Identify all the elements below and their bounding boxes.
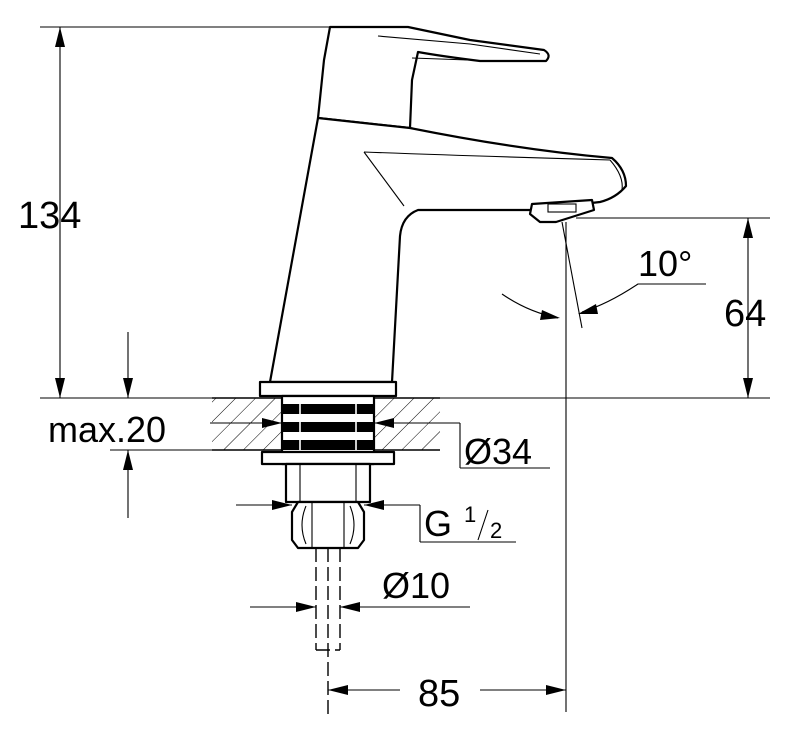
thread-den-label: 2 <box>490 518 502 543</box>
dimension-max20: max.20 <box>48 332 282 518</box>
dimension-d34: Ø34 <box>374 418 550 472</box>
angle-label: 10° <box>638 243 692 284</box>
dimension-85: 85 <box>328 668 566 715</box>
base-diameter-label: Ø34 <box>464 431 532 472</box>
aerator <box>528 198 596 224</box>
dimension-64: 64 <box>724 218 766 398</box>
washer <box>260 450 396 466</box>
threaded-shank <box>284 462 372 504</box>
dimension-d10: Ø10 <box>250 565 470 612</box>
thread-letter-label: G <box>424 503 452 544</box>
lever-handle <box>316 25 550 130</box>
hex-nut <box>290 500 366 550</box>
dimension-134: 134 <box>18 27 81 398</box>
reference-lines <box>40 26 770 712</box>
dimension-angle: 10° <box>501 243 706 320</box>
base-flange <box>258 380 398 398</box>
faucet-body <box>258 25 628 715</box>
spout-height-label: 64 <box>724 293 766 335</box>
max-thickness-label: max.20 <box>48 409 166 450</box>
faucet-column <box>268 116 628 384</box>
thread-num-label: 1 <box>464 502 476 527</box>
height-total-label: 134 <box>18 195 81 237</box>
dimension-thread: G 1 2 <box>236 500 516 544</box>
pipe-diameter-label: Ø10 <box>382 565 450 606</box>
projection-label: 85 <box>418 673 460 715</box>
